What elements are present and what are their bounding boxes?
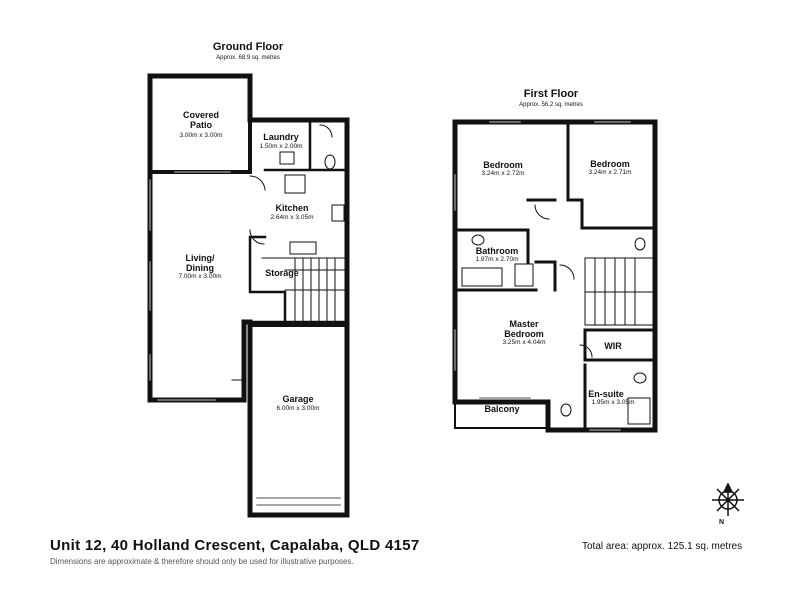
ground-stairs bbox=[261, 257, 348, 323]
bath-wc bbox=[634, 237, 646, 251]
laundry-label: Laundry bbox=[263, 132, 299, 142]
wc bbox=[324, 154, 336, 170]
garage-dims: 6.00m x 3.00m bbox=[276, 405, 320, 412]
living-dining-label: Living/ Dining bbox=[185, 253, 215, 274]
first-floor-plan bbox=[452, 119, 658, 433]
first-floor-area: Approx. 56.2 sq. metres bbox=[519, 102, 583, 108]
first-doors bbox=[534, 204, 593, 358]
wir-walls bbox=[583, 328, 657, 362]
balcony-label: Balcony bbox=[484, 404, 520, 414]
bathroom-walls bbox=[453, 228, 557, 292]
bedroom-2-label: Bedroom bbox=[590, 159, 630, 169]
bedroom-1-dims: 3.24m x 2.72m bbox=[481, 170, 525, 177]
ensuite-shower bbox=[627, 397, 651, 425]
kitchen-label: Kitchen bbox=[275, 203, 309, 213]
laundry-dims: 1.50m x 2.00m bbox=[259, 143, 303, 150]
laundry-walls bbox=[263, 118, 349, 172]
bedroom-2-dims: 3.24m x 2.71m bbox=[588, 169, 632, 176]
kitchen-sink bbox=[289, 241, 317, 255]
kitchen-fridge bbox=[284, 174, 306, 194]
covered-patio-dims: 3.00m x 3.00m bbox=[179, 132, 223, 139]
disclaimer: Dimensions are approximate & therefore s… bbox=[50, 557, 354, 566]
bath-basin bbox=[471, 234, 485, 246]
first-stairs bbox=[584, 257, 656, 326]
compass-north-label: N bbox=[719, 519, 725, 526]
ensuite-wc bbox=[560, 403, 572, 417]
covered-patio-label: Covered Patio bbox=[182, 110, 220, 131]
property-address: Unit 12, 40 Holland Crescent, Capalaba, … bbox=[50, 537, 420, 554]
garage-label: Garage bbox=[282, 394, 314, 404]
shower bbox=[514, 263, 534, 287]
kitchen-walls bbox=[248, 235, 349, 324]
bath-tub bbox=[461, 267, 503, 287]
total-area: Total area: approx. 125.1 sq. metres bbox=[582, 541, 743, 552]
wir-label: WIR bbox=[604, 341, 622, 351]
first-windows bbox=[454, 121, 631, 431]
bedroom-walls bbox=[453, 120, 657, 232]
ensuite-basin bbox=[633, 372, 647, 384]
bedroom-1-label: Bedroom bbox=[483, 160, 523, 170]
first-floor-title: First Floor bbox=[523, 88, 579, 100]
kitchen-dims: 2.64m x 3.05m bbox=[270, 214, 314, 221]
cooktop bbox=[331, 204, 345, 222]
ground-floor-plan bbox=[147, 73, 350, 518]
master-bedroom-label: Master Bedroom bbox=[504, 319, 544, 340]
laundry-tub bbox=[279, 151, 295, 165]
storage-label: Storage bbox=[265, 268, 299, 278]
ensuite-dims: 1.95m x 3.05m bbox=[591, 399, 635, 406]
ensuite-label: En-suite bbox=[588, 389, 624, 399]
bathroom-dims: 1.97m x 2.70m bbox=[475, 256, 519, 263]
ground-floor-title: Ground Floor bbox=[212, 41, 284, 53]
balcony-rail bbox=[454, 401, 549, 429]
living-dining-dims: 7.00m x 3.00m bbox=[178, 273, 222, 280]
compass bbox=[712, 482, 744, 516]
master-bedroom-dims: 3.25m x 4.04m bbox=[502, 339, 546, 346]
ground-windows bbox=[149, 171, 341, 506]
bathroom-label: Bathroom bbox=[475, 246, 519, 256]
ground-floor-area: Approx. 68.9 sq. metres bbox=[216, 55, 280, 61]
ground-doors bbox=[231, 124, 333, 381]
